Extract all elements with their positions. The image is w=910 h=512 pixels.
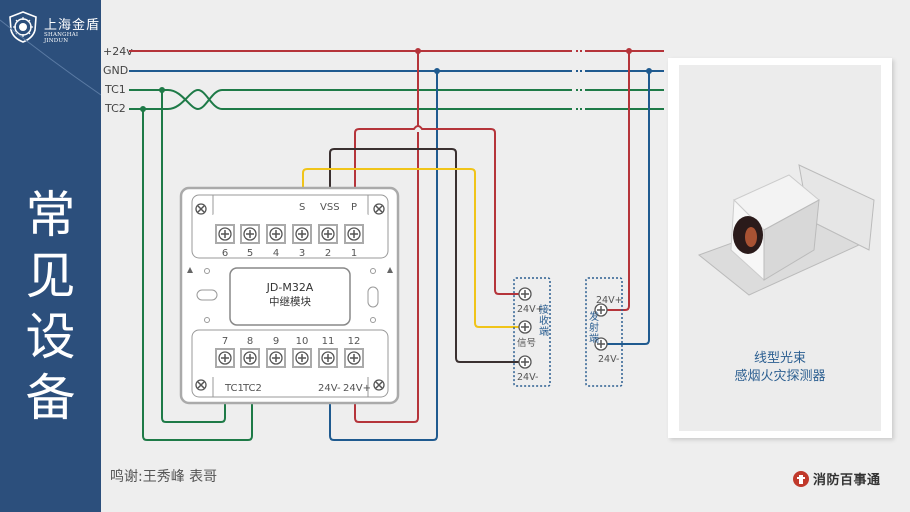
emitter-screw-icon xyxy=(594,337,608,351)
product-caption-line1: 线型光束 xyxy=(753,351,806,366)
terminal-screw-icon xyxy=(240,224,260,244)
mounting-screw-icon xyxy=(373,203,385,215)
terminal-number: 7 xyxy=(222,336,228,347)
brand-name: 消防百事通 xyxy=(813,473,881,488)
product-card: 线型光束 感烟火灾探测器 xyxy=(668,58,892,438)
title-char: 备 xyxy=(25,369,76,427)
emitter-wires xyxy=(606,51,650,345)
bus-label-24v: +24v xyxy=(103,45,133,58)
receiver-screw-icon xyxy=(518,320,532,334)
bus-tc-lines xyxy=(129,88,664,111)
terminal-screw-icon xyxy=(318,348,338,368)
company-logo: 上海金盾 SHANGHAI JINDUN xyxy=(6,10,102,46)
emitter-terminal-block: 24V+ 24V- 发射端 xyxy=(585,277,623,387)
title-char: 常 xyxy=(25,186,76,244)
relay-module: S VSS P JD-M32A 中继模块 TC1 TC2 24V- 24V+ xyxy=(179,186,400,405)
mounting-screw-icon xyxy=(195,379,207,391)
terminal-screw-icon xyxy=(292,224,312,244)
receiver-terminal-block: 24V+ 信号 24V- 接收端 xyxy=(513,277,551,387)
terminal-number: 11 xyxy=(322,336,335,347)
sidebar: 上海金盾 SHANGHAI JINDUN 常 见 设 备 xyxy=(0,0,101,512)
credits-text: 鸣谢:王秀峰 表哥 xyxy=(110,469,218,485)
terminal-screw-icon xyxy=(215,348,235,368)
section-title: 常 见 设 备 xyxy=(0,185,101,429)
label-tc1: TC1 xyxy=(224,383,244,394)
label-24v-minus: 24V- xyxy=(318,383,341,394)
mounting-screw-icon xyxy=(373,379,385,391)
label-24v-plus: 24V+ xyxy=(343,383,371,394)
label-vss: VSS xyxy=(320,202,340,213)
terminal-screw-icon xyxy=(215,224,235,244)
receiver-screw-icon xyxy=(518,355,532,369)
module-name: 中继模块 xyxy=(269,295,311,308)
mounting-screw-icon xyxy=(195,203,207,215)
terminal-number: 1 xyxy=(351,248,357,259)
sidebar-decoration xyxy=(0,19,101,96)
shield-gear-icon xyxy=(9,11,37,43)
receiver-terminal-24v-plus: 24V+ xyxy=(517,304,544,315)
label-p: P xyxy=(351,202,357,213)
terminal-screw-icon xyxy=(266,224,286,244)
logo-chinese-text: 上海金盾 xyxy=(44,18,101,33)
terminal-screw-icon xyxy=(344,224,364,244)
beam-detector-photo xyxy=(697,164,875,296)
terminal-screw-icon xyxy=(292,348,312,368)
terminal-number: 12 xyxy=(348,336,361,347)
terminal-number: 9 xyxy=(273,336,279,347)
terminal-number: 4 xyxy=(273,248,279,259)
emitter-screw-icon xyxy=(594,303,608,317)
receiver-terminal-signal: 信号 xyxy=(517,337,536,349)
terminal-screw-icon xyxy=(344,348,364,368)
receiver-terminal-24v-minus: 24V- xyxy=(517,372,538,383)
module-bus-wires xyxy=(142,51,438,441)
triangle-marker-icon xyxy=(387,267,393,273)
module-model: JD-M32A xyxy=(266,281,314,294)
title-char: 见 xyxy=(25,247,76,305)
module-receiver-wires xyxy=(302,125,519,363)
bus-label-gnd: GND xyxy=(103,64,128,77)
bus-label-tc1: TC1 xyxy=(104,83,126,96)
terminal-number: 6 xyxy=(222,248,228,259)
terminal-screw-icon xyxy=(266,348,286,368)
emitter-terminal-24v-plus: 24V+ xyxy=(596,295,623,306)
receiver-screw-icon xyxy=(518,287,532,301)
terminal-screw-icon xyxy=(240,348,260,368)
emitter-title: 发射端 xyxy=(589,310,599,345)
terminal-number: 8 xyxy=(247,336,253,347)
title-char: 设 xyxy=(25,308,76,366)
terminal-number: 3 xyxy=(299,248,305,259)
product-caption-line2: 感烟火灾探测器 xyxy=(734,369,826,384)
terminal-number: 5 xyxy=(247,248,253,259)
triangle-marker-icon xyxy=(187,267,193,273)
fire-hydrant-icon xyxy=(793,470,809,487)
terminal-screw-icon xyxy=(318,224,338,244)
logo-english-text: SHANGHAI JINDUN xyxy=(44,32,79,44)
receiver-title: 接收端 xyxy=(539,303,549,338)
terminal-number: 10 xyxy=(296,336,309,347)
terminal-number: 2 xyxy=(325,248,331,259)
emitter-terminal-24v-minus: 24V- xyxy=(598,354,619,365)
brand-logo: 消防百事通 xyxy=(792,469,881,488)
label-tc2: TC2 xyxy=(242,383,262,394)
bus-label-tc2: TC2 xyxy=(104,102,126,115)
label-s: S xyxy=(299,202,305,213)
